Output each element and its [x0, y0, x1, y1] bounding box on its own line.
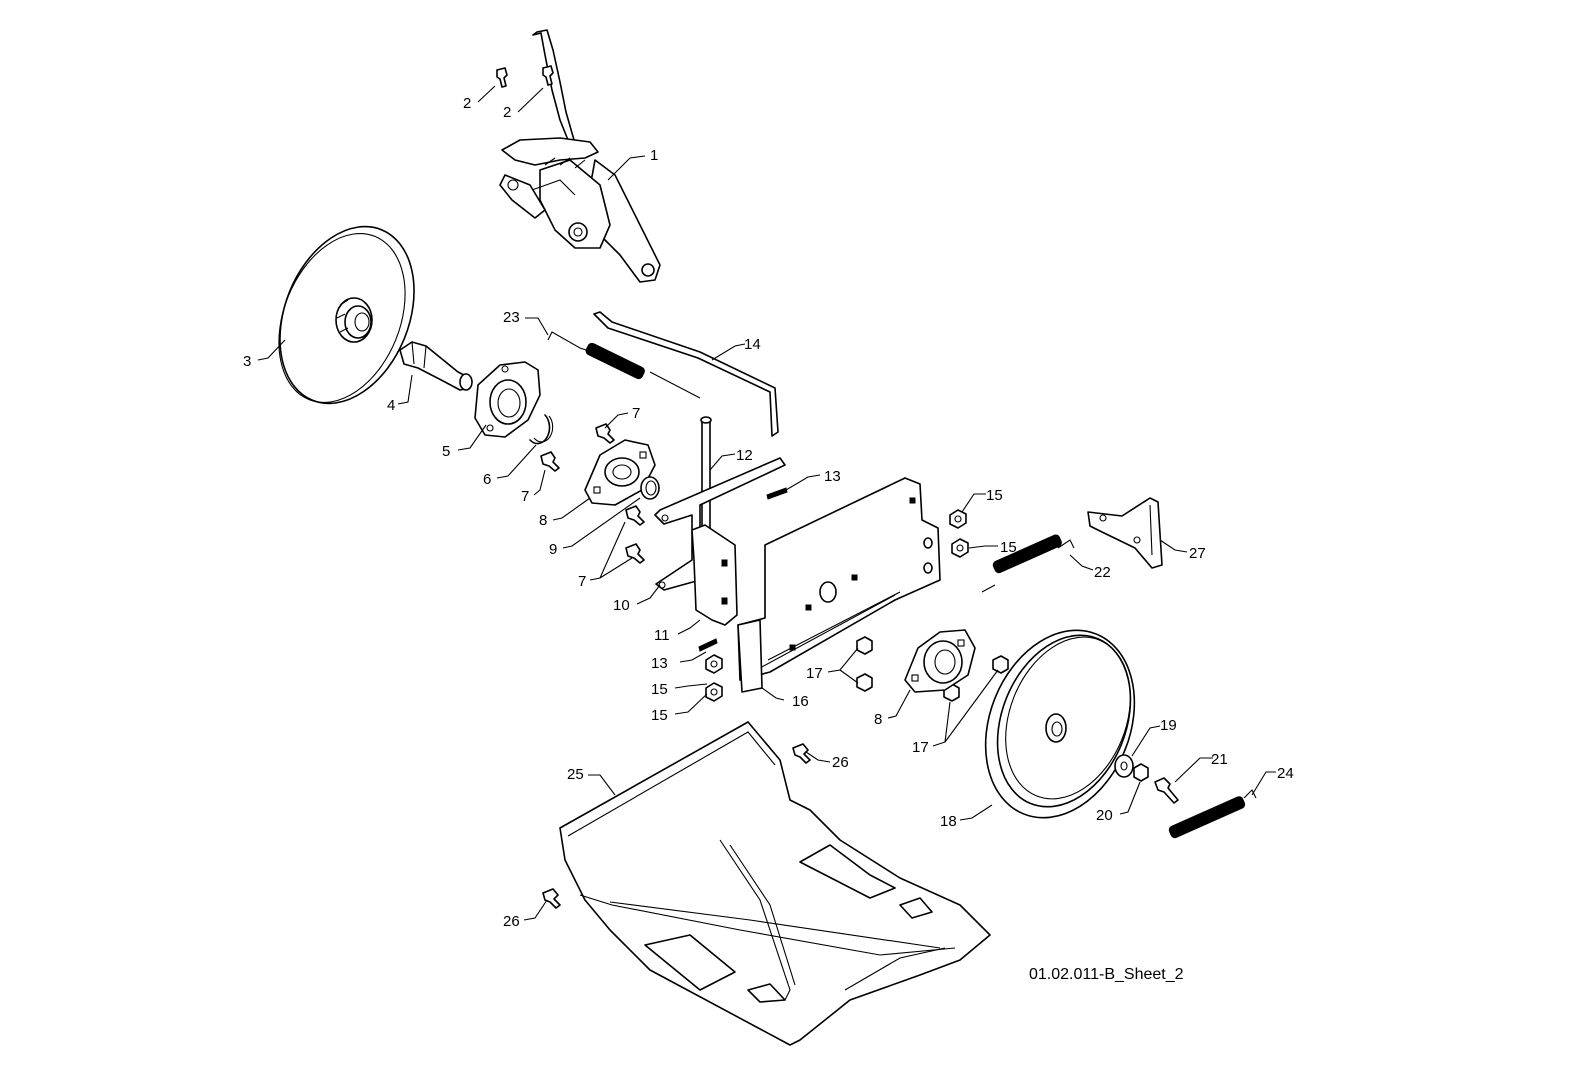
callout-15c: 15	[651, 681, 668, 698]
callout-7b: 7	[521, 488, 529, 505]
callout-8b: 8	[874, 711, 882, 728]
flange-bearing-8a[interactable]	[584, 439, 656, 506]
bolt-2b[interactable]	[542, 65, 554, 86]
callout-1: 1	[650, 147, 658, 164]
leader-lines	[257, 85, 1276, 921]
callout-11: 11	[654, 627, 670, 644]
callout-12: 12	[736, 447, 753, 464]
callout-7c: 7	[578, 573, 586, 590]
nut-15b[interactable]	[951, 538, 969, 558]
callout-8a: 8	[539, 512, 547, 529]
callout-17b: 17	[912, 739, 929, 756]
callout-labels: 1 2 2 3 4 5 6 7 7 7 8 8 9 10 11 12 13 13…	[243, 95, 1294, 930]
callout-24: 24	[1277, 765, 1294, 782]
callout-17a: 17	[806, 665, 823, 682]
sheet-id: 01.02.011-B_Sheet_2	[1029, 966, 1184, 983]
spring-24[interactable]	[1168, 789, 1257, 839]
pin-12[interactable]	[700, 416, 712, 531]
callout-15b: 15	[1000, 539, 1017, 556]
nut-20[interactable]	[1133, 763, 1149, 782]
callout-9: 9	[549, 541, 557, 558]
callout-22: 22	[1094, 564, 1111, 581]
bolt-7d[interactable]	[625, 543, 645, 564]
screw-26b[interactable]	[542, 888, 561, 909]
pulley-18[interactable]	[959, 608, 1161, 840]
callout-14: 14	[744, 336, 761, 353]
callout-23: 23	[503, 309, 520, 326]
main-plate-16[interactable]	[737, 477, 941, 693]
callout-13a: 13	[824, 468, 841, 485]
friction-disc[interactable]	[255, 206, 439, 423]
hex-shaft[interactable]	[399, 341, 473, 391]
nut-15d[interactable]	[705, 682, 723, 702]
spring-22[interactable]	[981, 534, 1075, 593]
shift-lever-assembly[interactable]	[499, 29, 661, 283]
channel-bracket-11[interactable]	[691, 524, 738, 626]
nut-17d[interactable]	[992, 655, 1009, 674]
callout-3: 3	[243, 353, 251, 370]
bolt-7c[interactable]	[625, 505, 645, 526]
nut-17a[interactable]	[856, 636, 873, 655]
bushing[interactable]	[640, 476, 660, 500]
callout-13b: 13	[651, 655, 668, 672]
bolt-7a[interactable]	[595, 423, 615, 444]
bolt-7b[interactable]	[540, 451, 560, 472]
lever-bracket-10[interactable]	[654, 457, 786, 591]
screw-26a[interactable]	[792, 743, 811, 764]
callout-5: 5	[442, 443, 450, 460]
callout-27: 27	[1189, 545, 1206, 562]
bracket-27[interactable]	[1087, 497, 1163, 569]
callout-19: 19	[1160, 717, 1177, 734]
callout-26a: 26	[832, 754, 849, 771]
callout-26b: 26	[503, 913, 520, 930]
callout-18: 18	[940, 813, 957, 830]
callout-15d: 15	[651, 707, 668, 724]
bolt-21[interactable]	[1154, 777, 1179, 804]
bolt-2a[interactable]	[496, 67, 508, 88]
pin-13a[interactable]	[766, 487, 788, 500]
rod-14[interactable]	[593, 311, 779, 437]
nut-17b[interactable]	[856, 673, 873, 692]
callout-21: 21	[1211, 751, 1228, 768]
spring-23[interactable]	[547, 331, 701, 399]
nut-15a[interactable]	[949, 509, 967, 529]
bearing-flange-5[interactable]	[474, 361, 541, 438]
callout-4: 4	[387, 397, 395, 414]
flange-bearing-8b[interactable]	[904, 629, 976, 693]
callout-16: 16	[792, 693, 809, 710]
callout-25: 25	[567, 766, 584, 783]
cover-25[interactable]	[559, 721, 991, 1046]
callout-6: 6	[483, 471, 491, 488]
callout-15a: 15	[986, 487, 1003, 504]
callout-20: 20	[1096, 807, 1113, 824]
callout-7a: 7	[632, 405, 640, 422]
callout-10: 10	[613, 597, 630, 614]
callout-2a: 2	[463, 95, 471, 112]
pin-13b[interactable]	[698, 638, 718, 652]
callout-2b: 2	[503, 104, 511, 121]
nut-15c[interactable]	[705, 654, 723, 674]
retaining-ring[interactable]	[529, 414, 554, 445]
washer-19[interactable]	[1114, 754, 1134, 778]
